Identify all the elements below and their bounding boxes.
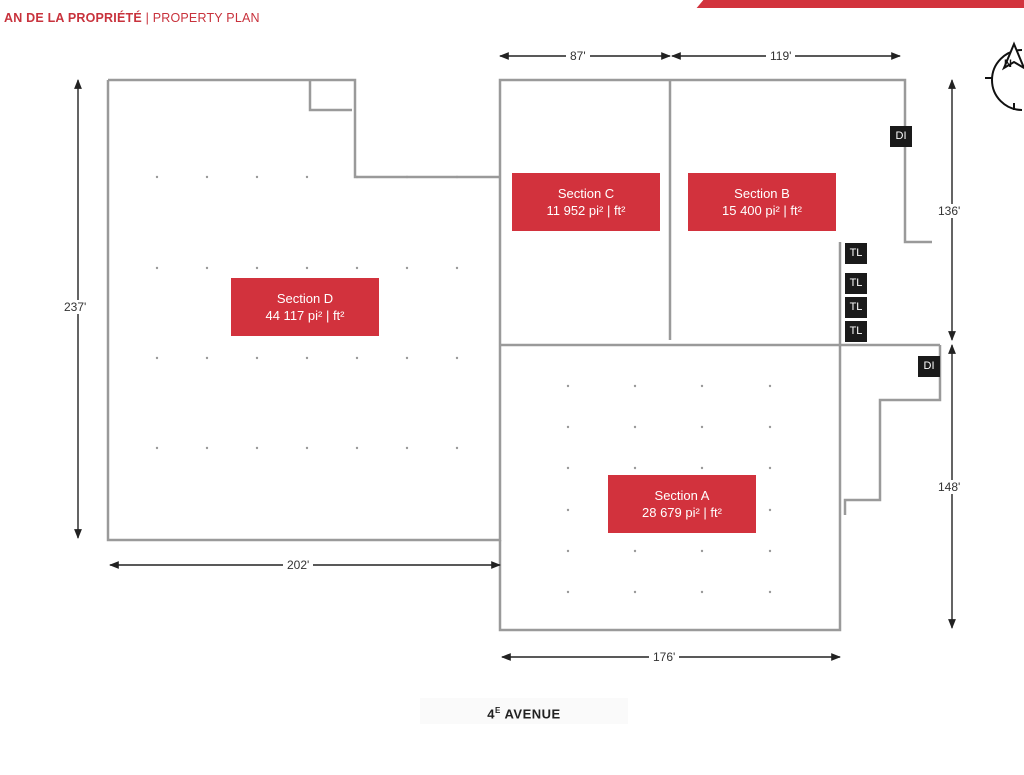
column-dot [355, 356, 359, 360]
column-dot [566, 508, 570, 512]
column-dot [355, 446, 359, 450]
column-dot [205, 266, 209, 270]
column-dot [455, 356, 459, 360]
section-name: Section A [654, 488, 710, 503]
column-dot [455, 175, 459, 179]
section-name: Section D [276, 291, 334, 306]
compass-label: N [1004, 58, 1012, 70]
column-dot [566, 590, 570, 594]
column-dot [205, 446, 209, 450]
column-dot [405, 446, 409, 450]
column-dot [305, 266, 309, 270]
dim-right-upper: 136' [934, 204, 965, 218]
section-d[interactable]: Section D 44 117 pi² | ft² [231, 278, 379, 336]
title-en: PROPERTY PLAN [152, 11, 260, 25]
column-dot [566, 466, 570, 470]
column-dot [633, 466, 637, 470]
column-dot [566, 549, 570, 553]
column-dot [768, 590, 772, 594]
column-dot [255, 266, 259, 270]
street-suffix: E [495, 706, 501, 715]
street-number: 4 [487, 706, 496, 722]
column-dot [155, 446, 159, 450]
section-area: 11 952 pi² | ft² [546, 203, 626, 218]
column-dot [566, 425, 570, 429]
tag-di: DI [890, 126, 912, 147]
column-dot [205, 356, 209, 360]
section-b[interactable]: Section B 15 400 pi² | ft² [688, 173, 836, 231]
section-name: Section B [734, 186, 790, 201]
street-name: AVENUE [504, 706, 561, 722]
section-area: 44 117 pi² | ft² [265, 308, 345, 323]
section-area: 28 679 pi² | ft² [642, 505, 722, 520]
column-dot [155, 356, 159, 360]
column-dot [405, 356, 409, 360]
tag-tl: TL [845, 297, 867, 318]
tag-tl: TL [845, 321, 867, 342]
column-dot [205, 175, 209, 179]
title-separator: | [145, 11, 150, 25]
column-dot [633, 425, 637, 429]
column-dot [255, 446, 259, 450]
column-dot [455, 266, 459, 270]
column-dot [255, 356, 259, 360]
column-dot [255, 175, 259, 179]
tag-tl: TL [845, 273, 867, 294]
column-dot [155, 175, 159, 179]
north-compass-icon [985, 41, 1024, 111]
section-c[interactable]: Section C 11 952 pi² | ft² [512, 173, 660, 231]
column-dot [405, 266, 409, 270]
column-dot [455, 446, 459, 450]
column-dot [633, 549, 637, 553]
column-dot [768, 466, 772, 470]
column-dot [768, 425, 772, 429]
dim-top-b: 119' [766, 49, 796, 63]
dim-right-lower: 148' [934, 480, 965, 494]
column-dot [768, 384, 772, 388]
column-dot [355, 175, 359, 179]
title-fr: AN DE LA PROPRIÉTÉ [4, 11, 142, 25]
column-dot [700, 384, 704, 388]
dim-left: 237' [60, 300, 91, 314]
column-dot [305, 356, 309, 360]
column-dot [633, 590, 637, 594]
column-dot [768, 508, 772, 512]
dim-bottom-d: 202' [283, 558, 314, 572]
tag-tl: TL [845, 243, 867, 264]
column-dot [155, 266, 159, 270]
column-dot [768, 549, 772, 553]
column-dot [305, 446, 309, 450]
column-dot [566, 384, 570, 388]
dimension-lines [74, 52, 956, 661]
section-area: 15 400 pi² | ft² [722, 203, 802, 218]
tag-di: DI [918, 356, 940, 377]
column-dot [700, 425, 704, 429]
section-name: Section C [557, 186, 615, 201]
walls [106, 78, 942, 632]
column-dot [633, 384, 637, 388]
page-title: AN DE LA PROPRIÉTÉ | PROPERTY PLAN [4, 11, 260, 25]
column-dot [355, 266, 359, 270]
dim-top-c: 87' [566, 49, 590, 63]
street-label: 4E AVENUE [420, 698, 628, 724]
column-dot [305, 175, 309, 179]
column-dot [700, 466, 704, 470]
column-dot [405, 175, 409, 179]
dim-bottom-a: 176' [649, 650, 680, 664]
column-dot [700, 549, 704, 553]
column-dot [700, 590, 704, 594]
section-a[interactable]: Section A 28 679 pi² | ft² [608, 475, 756, 533]
